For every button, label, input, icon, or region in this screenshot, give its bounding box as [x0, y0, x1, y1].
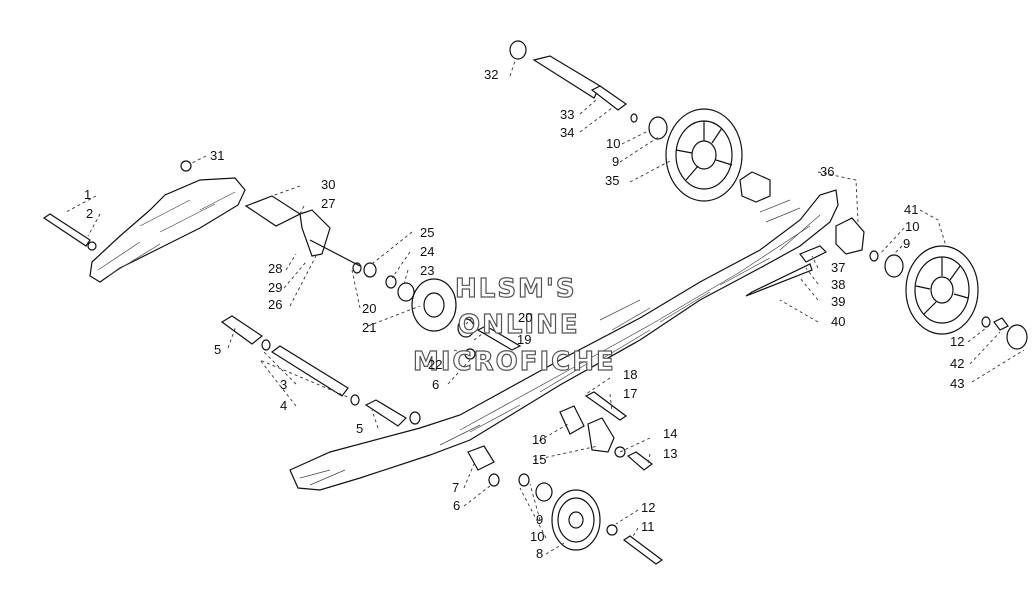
callout-23: 23 [420, 263, 434, 278]
cross-shafts [220, 315, 421, 427]
callout-12: 12 [641, 500, 655, 515]
callout-33: 33 [560, 107, 574, 122]
callout-1: 1 [84, 187, 91, 202]
callout-20: 20 [362, 301, 376, 316]
callout-10: 10 [905, 219, 919, 234]
callout-10: 10 [530, 529, 544, 544]
callout-38: 38 [831, 277, 845, 292]
callout-28: 28 [268, 261, 282, 276]
callout-7: 7 [452, 480, 459, 495]
right-slide-rail [289, 189, 839, 491]
callout-17: 17 [623, 386, 637, 401]
watermark-line-2: ONLINE [458, 310, 580, 340]
callout-39: 39 [831, 294, 845, 309]
callout-25: 25 [420, 225, 434, 240]
callout-10: 10 [606, 136, 620, 151]
callout-20: 20 [518, 310, 532, 325]
callout-18: 18 [623, 367, 637, 382]
callout-32: 32 [484, 67, 498, 82]
callout-24: 24 [420, 244, 434, 259]
callout-11: 11 [641, 519, 655, 534]
callout-labels: 1 2 3 4 5 5 6 6 7 8 9 9 9 10 10 10 11 12… [84, 67, 964, 561]
callout-14: 14 [663, 426, 677, 441]
watermark: HLSM'S ONLINE MICROFICHE [412, 273, 616, 377]
callout-3: 3 [280, 377, 287, 392]
callout-21: 21 [362, 320, 376, 335]
lower-bracket [559, 391, 653, 471]
callout-15: 15 [532, 452, 546, 467]
callout-40: 40 [831, 314, 845, 329]
callout-6: 6 [432, 377, 439, 392]
callout-36: 36 [820, 164, 834, 179]
callout-16: 16 [532, 432, 546, 447]
callout-43: 43 [950, 376, 964, 391]
callout-6: 6 [453, 498, 460, 513]
callout-12: 12 [950, 334, 964, 349]
leader-lines [65, 57, 1025, 555]
callout-8: 8 [536, 546, 543, 561]
bolt-1 [42, 213, 97, 251]
callout-41: 41 [904, 202, 918, 217]
callout-35: 35 [605, 173, 619, 188]
callout-29: 29 [268, 280, 282, 295]
callout-5: 5 [214, 342, 221, 357]
callout-27: 27 [321, 196, 335, 211]
callout-9: 9 [612, 154, 619, 169]
callout-9: 9 [536, 512, 543, 527]
callout-22: 22 [428, 357, 442, 372]
watermark-line-1: HLSM'S [455, 274, 577, 304]
callout-42: 42 [950, 356, 964, 371]
mid-idler-wheel [352, 262, 522, 360]
callout-34: 34 [560, 125, 574, 140]
callout-13: 13 [663, 446, 677, 461]
upper-rear-wheel [509, 40, 743, 202]
lower-front-wheel [467, 445, 664, 565]
callout-9: 9 [903, 236, 910, 251]
callout-26: 26 [268, 297, 282, 312]
callout-37: 37 [831, 260, 845, 275]
callout-30: 30 [321, 177, 335, 192]
watermark-line-3: MICROFICHE [413, 347, 616, 377]
callout-4: 4 [280, 398, 287, 413]
left-slide-rail [89, 177, 246, 283]
callout-31: 31 [210, 148, 224, 163]
upper-shaft [180, 160, 361, 267]
callout-5: 5 [356, 421, 363, 436]
right-rear-wheel [739, 171, 1028, 350]
callout-19: 19 [517, 332, 531, 347]
callout-2: 2 [86, 206, 93, 221]
